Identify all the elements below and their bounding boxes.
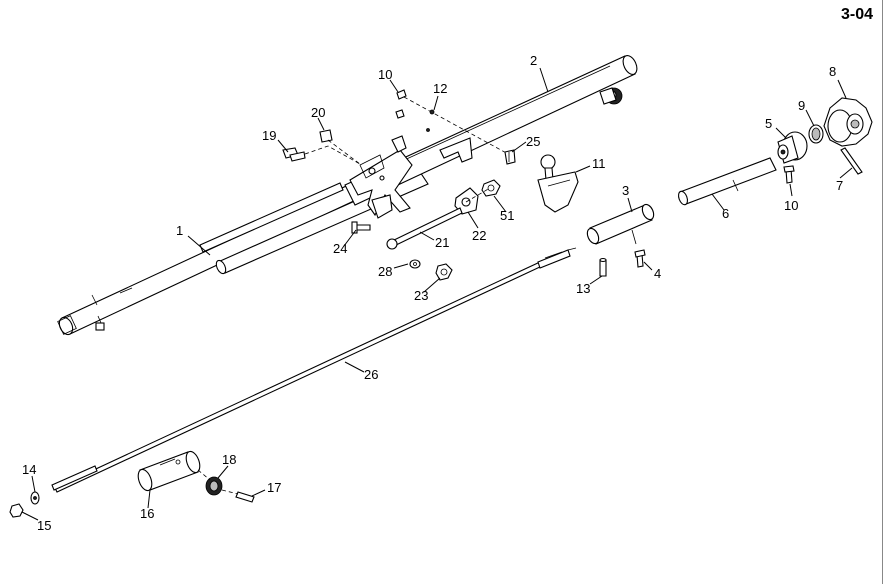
callout-11: 11 <box>592 156 606 171</box>
part-25-clip <box>504 149 516 165</box>
callout-15: 15 <box>37 518 51 533</box>
part-28-washer <box>409 259 421 269</box>
part-17-pin <box>221 489 255 503</box>
part-4-screw <box>634 249 646 268</box>
part-7-pin <box>840 147 863 175</box>
part-23-nut <box>435 263 453 281</box>
part-5-hub <box>777 131 808 164</box>
part-11-lever-handle <box>537 154 579 213</box>
part-22-knob <box>454 187 491 215</box>
part-1-lower-frame-tube <box>57 167 393 336</box>
part-51-nut <box>481 179 501 197</box>
callout-10-lower: 10 <box>784 198 798 213</box>
callout-13: 13 <box>576 281 590 296</box>
callout-3: 3 <box>622 183 629 198</box>
part-24-small-bolt <box>351 221 371 234</box>
callout-18: 18 <box>222 452 236 467</box>
callout-23: 23 <box>414 288 428 303</box>
part-26-cable <box>51 247 577 493</box>
part-10-screw-upper <box>395 89 511 156</box>
bracket-assembly <box>349 135 473 219</box>
part-12-pin <box>426 109 435 132</box>
callout-16: 16 <box>140 506 154 521</box>
part-3-tube <box>586 203 655 245</box>
part-21-long-bolt <box>386 207 463 250</box>
callout-9: 9 <box>798 98 805 113</box>
callout-25: 25 <box>526 134 540 149</box>
part-10-screw-lower <box>783 165 795 184</box>
callout-labels: 1 2 3 4 5 6 7 8 9 10 10 11 12 13 14 15 1… <box>22 53 843 533</box>
callout-22: 22 <box>472 228 486 243</box>
part-6-shaft <box>677 157 777 206</box>
callout-28: 28 <box>378 264 392 279</box>
callout-5: 5 <box>765 116 772 131</box>
callout-8: 8 <box>829 64 836 79</box>
part-19-wing-bolt <box>282 145 361 165</box>
part-18-roller <box>197 469 223 496</box>
callout-4: 4 <box>654 266 661 281</box>
callout-20: 20 <box>311 105 325 120</box>
page-number: 3-04 <box>840 6 873 23</box>
part-14-washer <box>30 491 40 505</box>
part-20-bolt <box>319 129 361 165</box>
callout-2: 2 <box>530 53 537 68</box>
callout-19: 19 <box>262 128 276 143</box>
callout-24: 24 <box>333 241 347 256</box>
callout-10-upper: 10 <box>378 67 392 82</box>
part-2-upper-frame-tube <box>344 55 638 206</box>
callout-21: 21 <box>435 235 449 250</box>
part-9-spring-washer <box>808 124 824 144</box>
callout-7: 7 <box>836 178 843 193</box>
callout-51: 51 <box>500 208 514 223</box>
part-15-nut <box>9 503 24 518</box>
callout-26: 26 <box>364 367 378 382</box>
callout-12: 12 <box>433 81 447 96</box>
part-13-pin <box>599 257 607 277</box>
part-16-sleeve <box>137 450 201 492</box>
callout-1: 1 <box>176 223 183 238</box>
callout-17: 17 <box>267 480 281 495</box>
leader-lines <box>21 67 853 521</box>
callout-14: 14 <box>22 462 36 477</box>
part-8-star-knob <box>823 97 873 147</box>
callout-6: 6 <box>722 206 729 221</box>
